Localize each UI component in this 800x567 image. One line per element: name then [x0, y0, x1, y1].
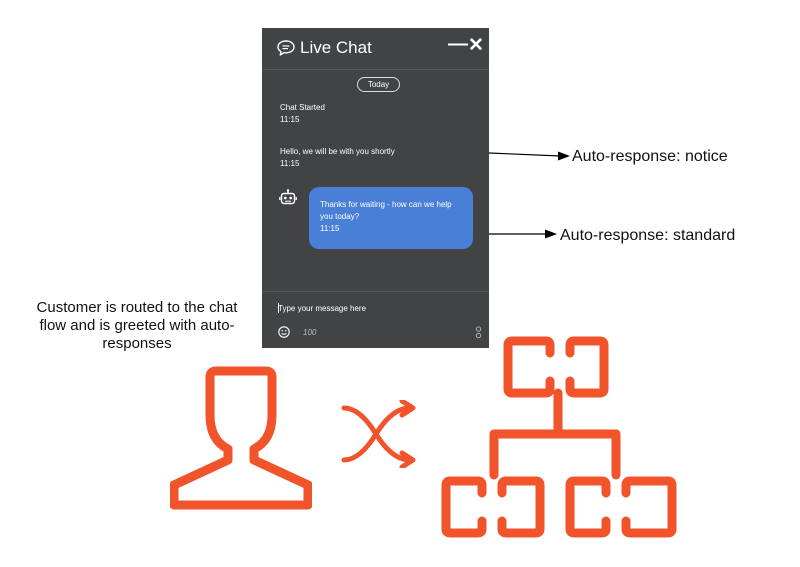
chat-header: Live Chat — ✕ — [262, 28, 489, 70]
annotation-standard: Auto-response: standard — [560, 227, 736, 244]
message-time: 11:15 — [280, 115, 300, 124]
message-input[interactable] — [278, 304, 468, 313]
chat-footer: 100 — [262, 291, 489, 349]
live-chat-widget: Live Chat — ✕ Today Chat Started 11:15 H… — [262, 28, 489, 348]
notice-arrow — [488, 152, 562, 157]
day-separator: Today — [357, 77, 400, 92]
chat-title: Live Chat — [300, 38, 372, 57]
notice-arrowhead — [558, 151, 570, 161]
minimize-button[interactable]: — — [448, 33, 468, 55]
message-time: 11:15 — [280, 159, 300, 168]
bot-message-bubble: Thanks for waiting - how can we help you… — [309, 187, 473, 249]
standard-arrowhead — [545, 229, 557, 239]
flow-chart-icon — [441, 336, 677, 538]
settings-icon[interactable] — [474, 326, 483, 339]
emoji-icon[interactable] — [278, 326, 290, 338]
message-text: Chat Started — [280, 103, 325, 112]
bot-message-text: Thanks for waiting - how can we help you… — [320, 200, 452, 221]
routing-arrows-icon — [341, 400, 416, 468]
message-text: Hello, we will be with you shortly — [280, 147, 395, 156]
character-count: 100 — [303, 328, 317, 337]
annotation-notice: Auto-response: notice — [572, 148, 728, 165]
close-button[interactable]: ✕ — [468, 35, 484, 56]
system-message: Hello, we will be with you shortly 11:15 — [280, 146, 395, 170]
caption: Customer is routed to the chat flow and … — [36, 299, 238, 352]
chat-bubble-icon — [277, 40, 295, 56]
system-message: Chat Started 11:15 — [280, 102, 325, 126]
customer-icon — [170, 366, 312, 510]
bot-message-time: 11:15 — [320, 224, 340, 233]
robot-icon — [279, 189, 297, 205]
